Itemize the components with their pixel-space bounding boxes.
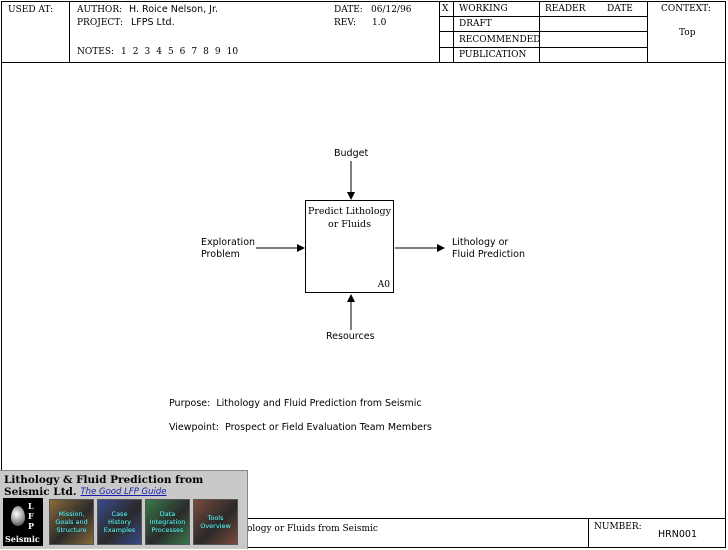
- good-lfp-guide-link[interactable]: The Good LFP Guide: [80, 487, 167, 497]
- reader-label: READER: [545, 4, 586, 14]
- note-number: 9: [214, 47, 221, 57]
- input-label-line1: Exploration: [201, 237, 256, 248]
- project-value: LFPS Ltd.: [131, 17, 175, 28]
- lfp-logo-banner: Lithology & Fluid Prediction from Seismi…: [0, 470, 248, 549]
- note-number: 4: [156, 47, 162, 57]
- oil-drop-icon: [11, 506, 25, 526]
- status-working: WORKING: [459, 4, 508, 14]
- viewpoint-text: Viewpoint: Prospect or Field Evaluation …: [169, 422, 432, 433]
- used-at-label: USED AT:: [8, 5, 54, 15]
- header-bottom-rule: [1, 62, 726, 63]
- note-number: 5: [167, 47, 174, 57]
- project-label: PROJECT:: [77, 18, 123, 28]
- reader-date-label: DATE: [607, 4, 633, 14]
- note-number: 2: [132, 47, 139, 57]
- badge-letter-p: P: [28, 521, 35, 531]
- badge-word: Seismic: [5, 534, 40, 544]
- purpose-text: Purpose: Lithology and Fluid Prediction …: [169, 398, 422, 409]
- activity-node-number: A0: [377, 280, 390, 290]
- header-divider-1: [69, 1, 70, 62]
- note-number: 6: [179, 47, 186, 57]
- note-number: 1: [121, 47, 127, 57]
- status-publication: PUBLICATION: [459, 50, 527, 60]
- badge-letter-l: L: [28, 501, 34, 511]
- status-row-rule-3: [439, 47, 647, 48]
- input-label-line2: Problem: [201, 249, 240, 260]
- status-row-rule-1: [439, 16, 647, 17]
- note-number: 7: [191, 47, 198, 57]
- note-number: 8: [203, 47, 209, 57]
- footer-divider: [588, 518, 589, 548]
- context-value: Top: [679, 28, 696, 38]
- number-value: HRN001: [658, 529, 697, 540]
- activity-title-line2: or Fluids: [327, 219, 372, 230]
- activity-title-line1: Predict Lithology: [307, 206, 392, 217]
- mechanism-label: Resources: [326, 331, 375, 342]
- status-recommended: RECOMMENDED: [459, 35, 541, 45]
- note-number: 3: [144, 47, 151, 57]
- footer-title: ology or Fluids from Seismic: [247, 524, 378, 534]
- badge-letter-f: F: [28, 511, 34, 521]
- footer-top-rule: [1, 518, 726, 519]
- author-label: AUTHOR:: [77, 5, 123, 15]
- status-mark: X: [442, 4, 449, 14]
- status-row-rule-2: [439, 31, 647, 32]
- header-divider-5: [647, 1, 648, 62]
- output-label-line2: Fluid Prediction: [452, 249, 526, 260]
- status-draft: DRAFT: [459, 19, 492, 29]
- activity-box-a0[interactable]: Predict Lithology or Fluids A0: [305, 200, 394, 293]
- context-label: CONTEXT:: [661, 4, 711, 14]
- control-label: Budget: [334, 148, 369, 159]
- date-value: 06/12/96: [371, 5, 412, 15]
- rev-value: 1.0: [372, 18, 387, 28]
- lfp-seismic-badge: L F P Seismic: [3, 498, 43, 546]
- company-name: Lithology & Fluid Prediction from Seismi…: [4, 474, 204, 498]
- note-number: 10: [226, 47, 239, 57]
- author-value: H. Roice Nelson, Jr.: [129, 4, 218, 15]
- output-label: Lithology or Fluid Prediction: [452, 237, 525, 261]
- notes-label: NOTES:: [77, 47, 115, 57]
- rev-label: REV:: [334, 18, 356, 28]
- number-label: NUMBER:: [594, 522, 642, 532]
- input-label: Exploration Problem: [201, 237, 255, 261]
- output-label-line1: Lithology or: [452, 237, 509, 248]
- date-label: DATE:: [334, 5, 363, 15]
